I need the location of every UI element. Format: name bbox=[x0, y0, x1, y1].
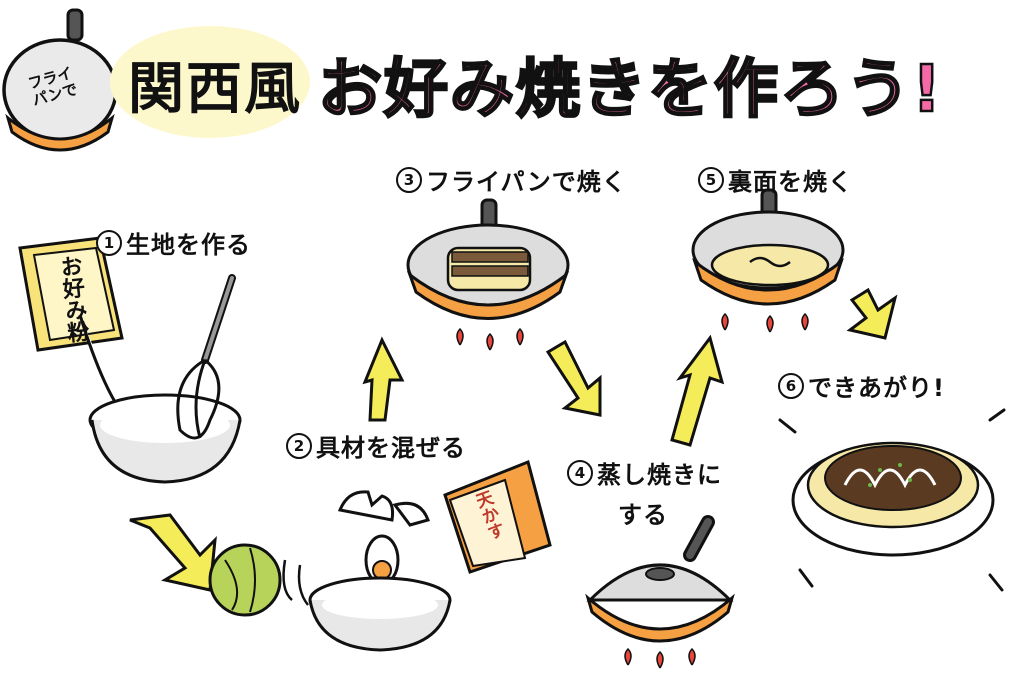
arrow-step5-to-step6 bbox=[846, 287, 898, 340]
flour-package-icon bbox=[18, 236, 124, 411]
cabbage-icon bbox=[208, 543, 309, 617]
frying-pan-step3-icon bbox=[406, 198, 570, 320]
sparkle-lines-icon bbox=[778, 408, 1006, 592]
step-2-number: 2 bbox=[286, 432, 312, 459]
covered-pan-icon bbox=[585, 515, 735, 643]
step-4-label-line2: する bbox=[618, 495, 668, 530]
frying-pan-step5-icon bbox=[691, 188, 845, 306]
arrow-step4-to-step5 bbox=[670, 334, 725, 447]
step-4-number: 4 bbox=[567, 459, 593, 486]
step-6-number: 6 bbox=[778, 372, 804, 399]
region-title: 関西風 bbox=[128, 57, 302, 122]
flames-step5-icon bbox=[721, 312, 809, 333]
step-4-text: 蒸し焼きに bbox=[597, 461, 722, 489]
mixing-bowl-icon bbox=[88, 393, 242, 484]
arrow-step3-to-step4 bbox=[545, 339, 602, 417]
egg-icon bbox=[337, 490, 430, 586]
page-title: お好み焼きを作ろう! bbox=[317, 52, 944, 129]
step-4-text2: する bbox=[618, 501, 668, 529]
ingredient-bowl-icon bbox=[308, 576, 452, 652]
tenkasu-package-icon bbox=[443, 459, 552, 574]
step-5-text: 裏面を焼く bbox=[728, 168, 853, 196]
whisk-icon bbox=[176, 274, 236, 440]
finished-okonomiyaki-icon bbox=[791, 441, 995, 557]
step-3-text: フライパンで焼く bbox=[426, 168, 627, 196]
flames-step4-icon bbox=[624, 647, 696, 669]
region-highlight bbox=[110, 26, 310, 138]
step-1-number: 1 bbox=[96, 229, 122, 256]
flames-step3-icon bbox=[456, 327, 524, 351]
step-3-number: 3 bbox=[396, 166, 422, 193]
step-1-text: 生地を作る bbox=[126, 231, 251, 259]
step-6-text: できあがり! bbox=[808, 374, 945, 402]
arrow-step1-to-step2 bbox=[129, 513, 217, 592]
arrow-step2-to-step3 bbox=[362, 336, 405, 422]
step-5-number: 5 bbox=[698, 166, 724, 193]
step-2-text: 具材を混ぜる bbox=[316, 434, 466, 462]
